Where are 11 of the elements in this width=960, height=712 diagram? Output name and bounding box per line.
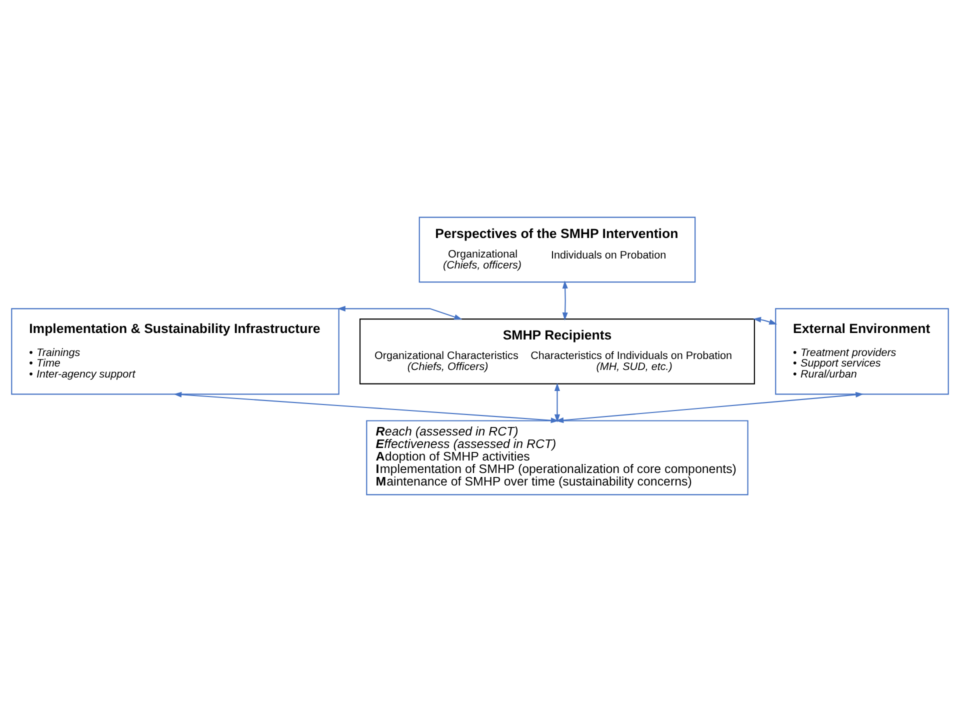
arrow <box>753 316 778 325</box>
node-box: Perspectives of the SMHP Intervention Organizational (Chiefs, officers) Individuals on Probation <box>418 216 696 283</box>
node-box: External Environment • Treatment providers • Support services • Rural/urban <box>775 308 949 395</box>
node-box: SMHP Recipients Organizational Characteristics (Chiefs, Officers) Characteristics of Individuals on Probation (MH, SUD, etc.) <box>359 318 755 384</box>
arrow <box>556 392 864 423</box>
node-box: Reach (assessed in RCT) Effectiveness (assessed in RCT) Adoption of SMHP activities Implementation of SMHP (operationalization of core components) Maintenance of SMHP over time (sustainability concerns) <box>366 420 748 496</box>
arrow <box>562 280 568 320</box>
node-box: Implementation & Sustainability Infrastructure • Trainings • Time • Inter-agency support <box>11 308 340 395</box>
arrow <box>174 392 559 424</box>
arrow <box>554 383 560 422</box>
arrow <box>337 306 462 320</box>
